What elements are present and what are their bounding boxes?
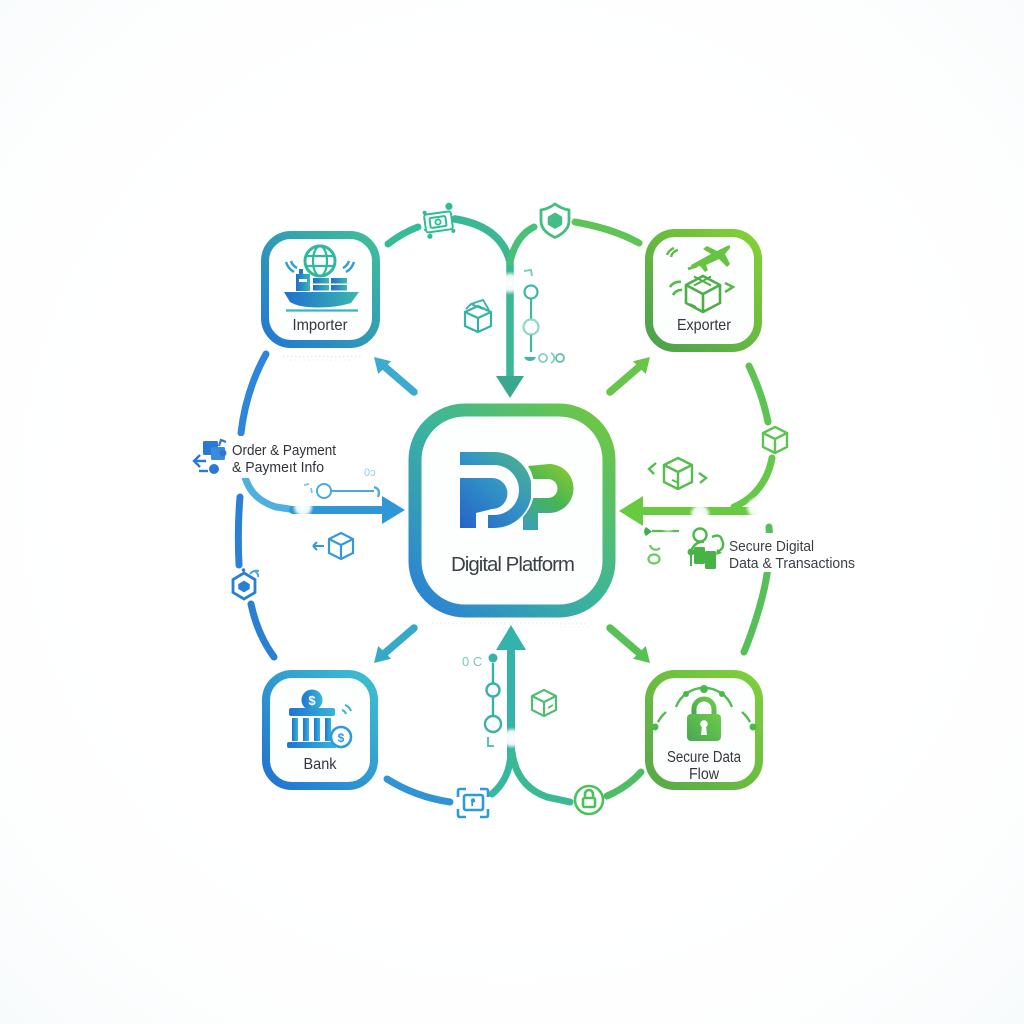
- svg-text:Order & Payment: Order & Payment: [232, 443, 336, 459]
- svg-text:Secure Digital: Secure Digital: [729, 538, 814, 555]
- svg-text:0 C: 0 C: [462, 654, 482, 669]
- svg-text:Secure Data: Secure Data: [667, 749, 741, 766]
- svg-text:Flow: Flow: [689, 766, 720, 783]
- svg-text:Importer: Importer: [293, 317, 349, 334]
- svg-text:Bank: Bank: [304, 756, 338, 773]
- svg-text:Data & Transactions: Data & Transactions: [729, 555, 855, 572]
- svg-text:Exporter: Exporter: [677, 317, 732, 334]
- svg-text:0ɔ: 0ɔ: [364, 467, 376, 479]
- svg-text:Digital Platform: Digital Platform: [451, 553, 575, 576]
- svg-text:& Paymeıt Info: & Paymeıt Info: [232, 460, 324, 476]
- svg-text:$: $: [308, 693, 316, 708]
- svg-text:$: $: [338, 731, 345, 745]
